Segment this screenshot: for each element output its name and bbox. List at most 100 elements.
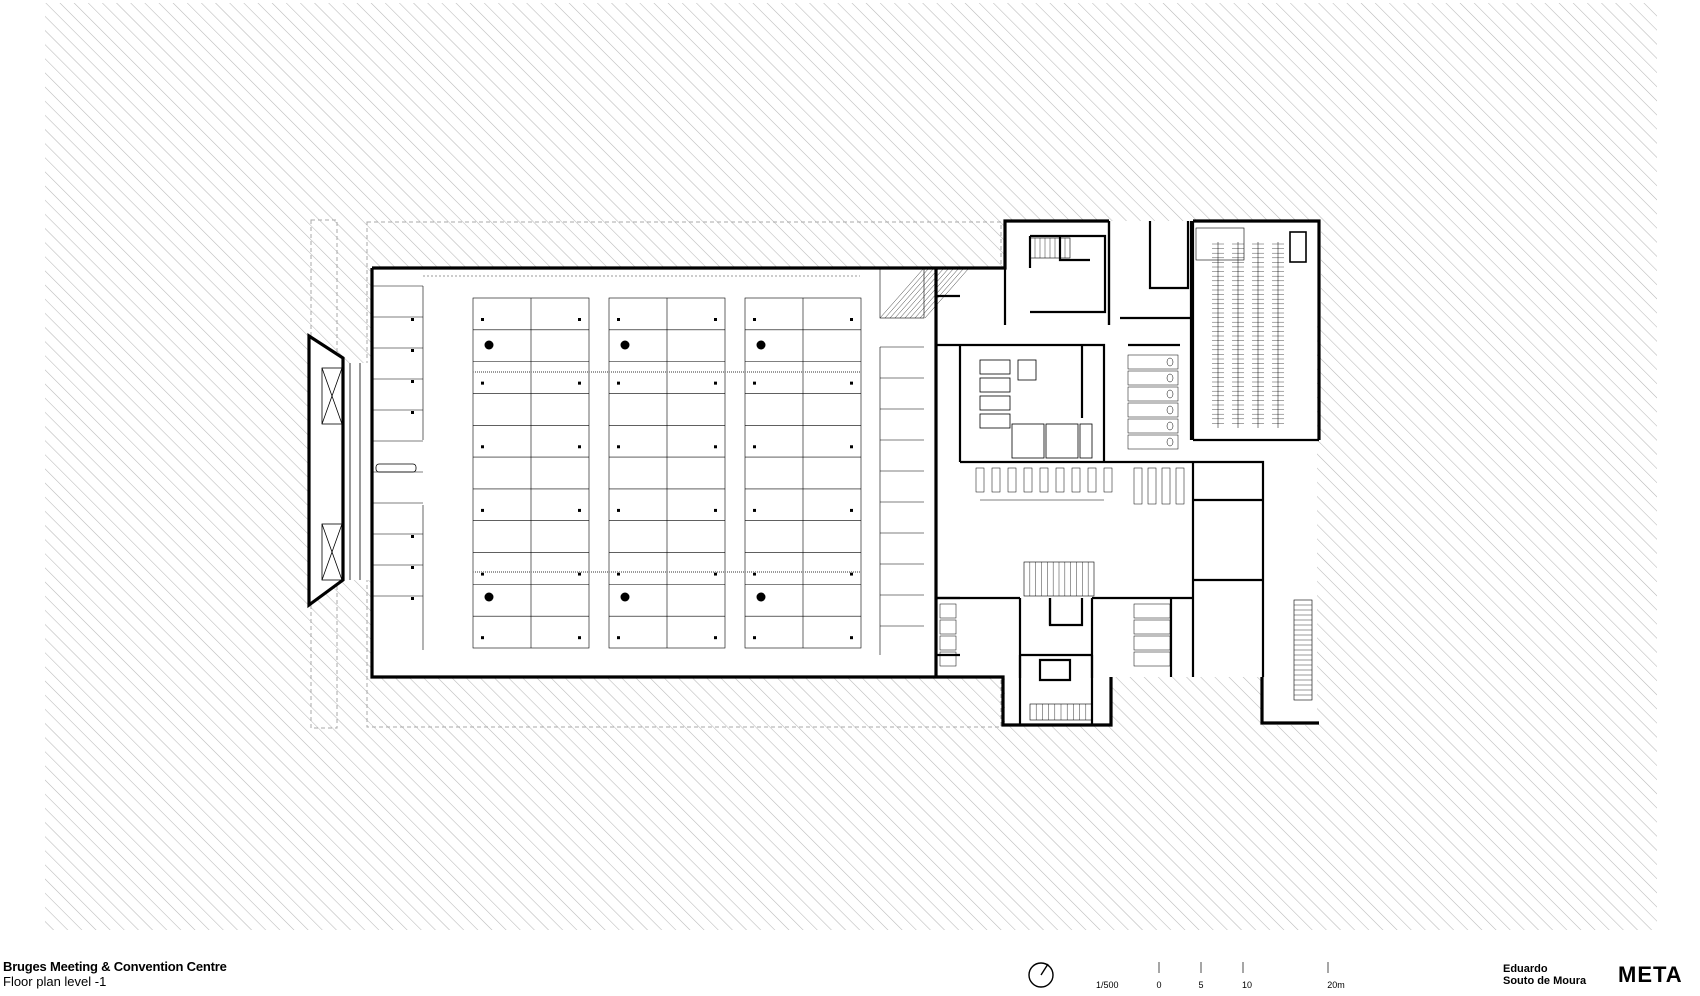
stair-flight: [1023, 561, 1095, 597]
toilet-bowl: [1166, 421, 1174, 431]
wheel-stop: [714, 445, 717, 449]
wheel-stop: [578, 508, 581, 512]
ramp-hatch: [924, 267, 970, 319]
wheel-stop: [578, 572, 581, 576]
project-title: Bruges Meeting & Convention Centre: [3, 959, 227, 974]
wheel-stop: [850, 381, 853, 385]
toilet-cubicle: [1133, 619, 1171, 635]
wheel-stop: [753, 381, 756, 385]
wheel-stop: [481, 572, 484, 576]
ramp-hatch: [889, 267, 935, 319]
scale-tick-label: 5: [1198, 980, 1204, 990]
building-fill: [309, 221, 1321, 725]
wheel-stop: [481, 445, 484, 449]
wheel-stop: [481, 508, 484, 512]
wheel-stop: [850, 318, 853, 321]
service-room: [1195, 227, 1245, 261]
seating-block: [1007, 467, 1017, 493]
wheel-stop: [714, 318, 717, 321]
drawing-subtitle: Floor plan level -1: [3, 974, 107, 989]
ramp-hatch: [919, 267, 965, 319]
scale-tick-label: 0: [1156, 980, 1162, 990]
wheel-stop: [617, 381, 620, 385]
left-stair-tower: [321, 363, 417, 581]
wheel-stop: [850, 572, 853, 576]
wheel-stop: [850, 636, 853, 640]
parking-garage: [373, 267, 970, 655]
ramp-hatch: [884, 267, 930, 319]
toilet-cubicle: [1127, 418, 1179, 434]
scale-ratio: 1/500: [1096, 980, 1119, 990]
wheel-stop: [411, 535, 414, 538]
ramp-hatch: [879, 267, 925, 319]
structural-column: [484, 340, 494, 350]
author-name: Eduardo Souto de Moura: [1503, 963, 1586, 987]
wheel-stop: [753, 318, 756, 321]
wheel-stop: [753, 636, 756, 640]
wheel-stop: [481, 318, 484, 321]
seating-block: [1103, 467, 1113, 493]
wheel-stop: [753, 572, 756, 576]
wheel-stop: [411, 411, 414, 414]
north-arrow-icon: [1028, 962, 1054, 988]
toilet-cubicle: [1127, 370, 1179, 386]
seating-block: [1039, 467, 1049, 493]
toilet-cubicle: [1127, 434, 1179, 450]
interior-details: [939, 227, 1313, 721]
shaft: [1289, 231, 1307, 263]
wheel-stop: [411, 318, 414, 321]
wheel-stop: [578, 636, 581, 640]
toilet-cubicle: [1127, 386, 1179, 402]
wheel-stop: [481, 381, 484, 385]
toilet-cubicle: [939, 651, 957, 667]
wheel-stop: [617, 318, 620, 321]
ramp-hatch: [894, 267, 940, 319]
wheel-stop: [714, 636, 717, 640]
wheel-stop: [411, 597, 414, 600]
wheel-stop: [714, 381, 717, 385]
wheel-stop: [481, 636, 484, 640]
toilet-cubicle: [939, 619, 957, 635]
seating-block: [991, 467, 1001, 493]
wheel-stop: [753, 508, 756, 512]
structural-column: [756, 592, 766, 602]
scale-tick-label: 10: [1241, 980, 1253, 990]
structural-column: [484, 592, 494, 602]
wheel-stop: [617, 636, 620, 640]
seating-block: [1055, 467, 1065, 493]
seating-block: [1175, 467, 1185, 505]
stair-flight: [1029, 237, 1071, 259]
wheel-stop: [850, 508, 853, 512]
seating-block: [1133, 467, 1143, 505]
structural-column: [620, 592, 630, 602]
seating-block: [1147, 467, 1157, 505]
toilet-bowl: [1166, 373, 1174, 383]
wheel-stop: [411, 380, 414, 383]
wheel-stop: [617, 572, 620, 576]
toilet-bowl: [1166, 389, 1174, 399]
scale-bar: [1158, 962, 1329, 973]
wheel-stop: [578, 381, 581, 385]
structural-column: [620, 340, 630, 350]
toilet-cubicle: [1133, 651, 1171, 667]
author-first-line: Eduardo: [1503, 963, 1548, 975]
toilet-cubicle: [1127, 354, 1179, 370]
toilet-bowl: [1166, 357, 1174, 367]
wheel-stop: [753, 445, 756, 449]
wheel-stop: [411, 566, 414, 569]
wheel-stop: [714, 508, 717, 512]
stair-flight: [1029, 703, 1093, 721]
toilet-cubicle: [1133, 635, 1171, 651]
ramp-hatch: [904, 267, 950, 319]
wheel-stop: [578, 318, 581, 321]
seating-block: [1161, 467, 1171, 505]
wheel-stop: [617, 508, 620, 512]
structural-column: [756, 340, 766, 350]
toilet-cubicle: [1127, 402, 1179, 418]
toilet-cubicle: [939, 603, 957, 619]
author-second-line: Souto de Moura: [1503, 975, 1587, 987]
wheel-stop: [578, 445, 581, 449]
toilet-bowl: [1166, 405, 1174, 415]
wheel-stop: [411, 349, 414, 352]
ramp-hatch: [909, 267, 955, 319]
